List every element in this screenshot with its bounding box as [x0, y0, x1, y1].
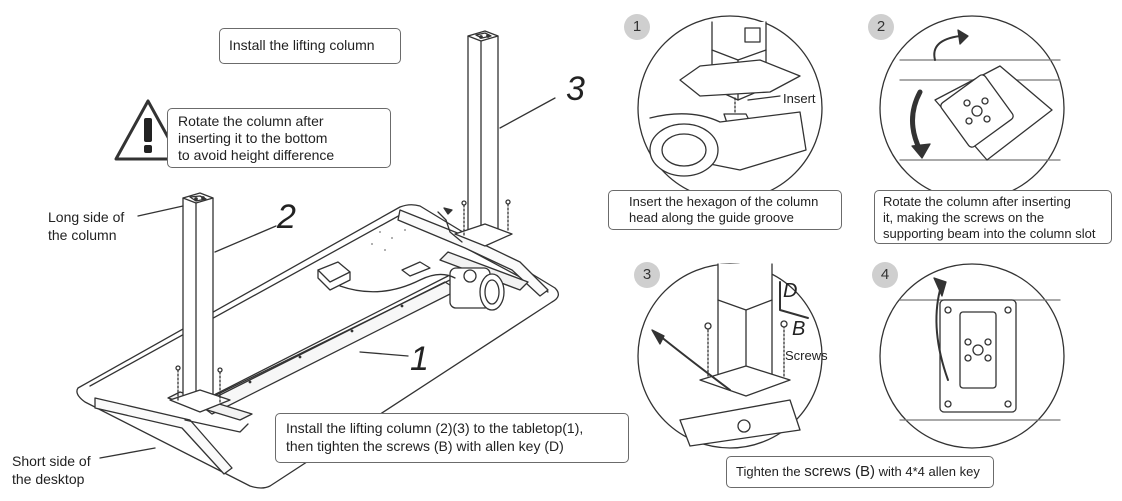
instruction-line-2: then tighten the screws (B) with allen k…: [286, 438, 564, 454]
step-1-insert-callout: Insert: [783, 91, 816, 106]
step-2-caption-line-2: it, making the screws on the: [883, 210, 1045, 225]
tighten-suffix: with 4*4 allen key: [878, 464, 980, 479]
tighten-line: Tighten the screws (B) with 4*4 allen ke…: [736, 463, 980, 480]
step-1-caption-line-2: head along the guide groove: [629, 210, 794, 225]
step-3-badge: 3: [634, 262, 660, 288]
warning-line-3: to avoid height difference: [178, 147, 335, 163]
short-side-label-2: the desktop: [12, 471, 85, 487]
part-number-1: 1: [410, 340, 429, 378]
step-2-drawing: [879, 15, 1065, 201]
step-1-caption-line-1: Insert the hexagon of the column: [629, 194, 819, 209]
tighten-prefix: Tighten the: [736, 464, 801, 479]
tighten-screws: screws (B): [804, 463, 876, 480]
tighten-box: Tighten the screws (B) with 4*4 allen ke…: [726, 456, 994, 488]
step-1-badge: 1: [624, 14, 650, 40]
part-number-3: 3: [566, 70, 585, 108]
step-1-drawing: [637, 15, 823, 201]
step-2-badge: 2: [868, 14, 894, 40]
step-3-screws-callout: Screws: [785, 348, 828, 363]
step-3-drawing: [637, 263, 823, 449]
short-side-label-1: Short side of: [12, 453, 91, 469]
long-side-label-2: the column: [48, 227, 117, 243]
title-box: Install the lifting column: [219, 28, 401, 64]
instruction-line-1: Install the lifting column (2)(3) to the…: [286, 420, 584, 436]
column-3-drawing: [454, 30, 513, 247]
warning-box: Rotate the column after inserting it to …: [167, 108, 391, 168]
warning-line-2: inserting it to the bottom: [178, 130, 328, 146]
step-3-d-callout: D: [783, 280, 798, 302]
step-2-caption-line-1: Rotate the column after inserting: [883, 194, 1071, 209]
step-1-caption-box: Insert the hexagon of the column head al…: [608, 190, 842, 230]
column-2-drawing: [169, 192, 231, 413]
tabletop-drawing: [76, 204, 559, 489]
step-2-caption-box: Rotate the column after inserting it, ma…: [874, 190, 1112, 244]
step-4-badge: 4: [872, 262, 898, 288]
title-text: Install the lifting column: [229, 37, 375, 53]
step-3-b-callout: B: [792, 318, 806, 340]
instruction-box: Install the lifting column (2)(3) to the…: [275, 413, 629, 463]
step-2-caption-line-3: supporting beam into the column slot: [883, 226, 1096, 241]
long-side-label-1: Long side of: [48, 209, 125, 225]
warning-line-1: Rotate the column after: [178, 113, 324, 129]
part-number-2: 2: [277, 198, 296, 236]
step-4-drawing: [879, 263, 1065, 449]
